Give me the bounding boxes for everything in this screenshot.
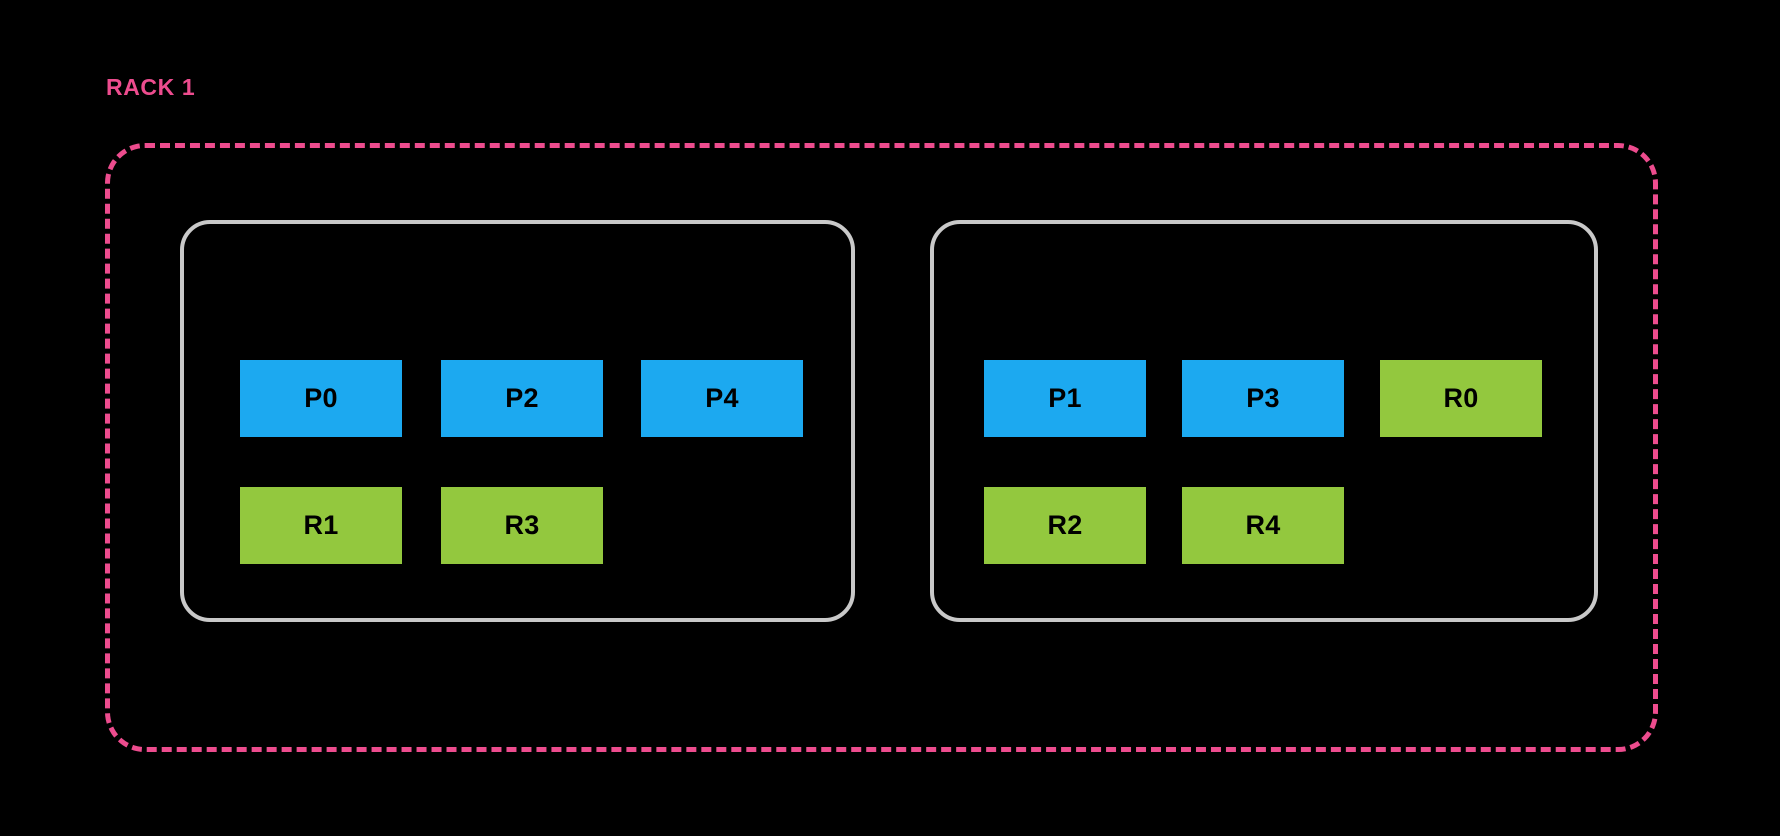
chip-r4[interactable]: R4 [1182,487,1344,564]
chip-p4[interactable]: P4 [641,360,803,437]
chip-r3[interactable]: R3 [441,487,603,564]
chip-r2[interactable]: R2 [984,487,1146,564]
chip-p0[interactable]: P0 [240,360,402,437]
chip-p3[interactable]: P3 [1182,360,1344,437]
chip-p2[interactable]: P2 [441,360,603,437]
rack-label: RACK 1 [106,74,196,100]
node-box-0 [180,220,855,622]
chip-p1[interactable]: P1 [984,360,1146,437]
node-box-1 [930,220,1598,622]
rack-boundary [105,143,1658,752]
chip-r1[interactable]: R1 [240,487,402,564]
chip-r0[interactable]: R0 [1380,360,1542,437]
